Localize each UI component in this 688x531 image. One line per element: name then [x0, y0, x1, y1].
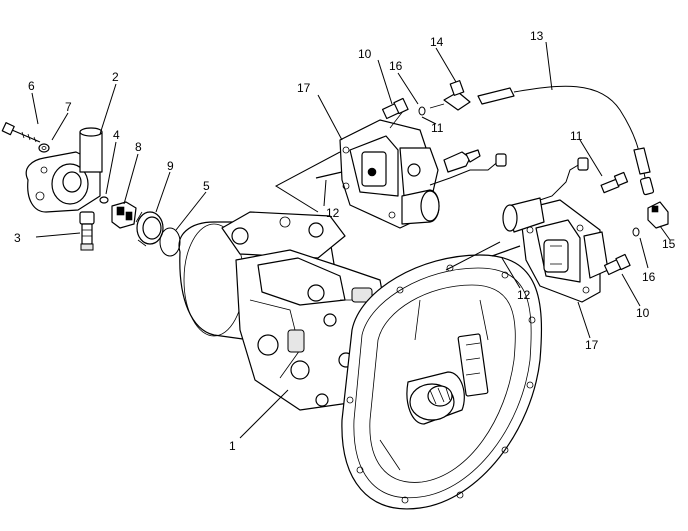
callout-12-upper: 12 — [326, 206, 340, 220]
callout-6: 6 — [28, 79, 35, 93]
callout-9: 9 — [167, 159, 174, 173]
mounting-flange — [341, 254, 543, 510]
regulator-upper-17 — [339, 109, 440, 229]
bolt-10-upper — [381, 97, 409, 120]
callout-1: 1 — [229, 439, 236, 453]
bearing-ring-9 — [135, 211, 164, 247]
fitting-3 — [79, 211, 95, 251]
callout-13: 13 — [530, 29, 544, 43]
washer-7 — [38, 143, 50, 153]
o-ring-16-lower — [632, 227, 640, 237]
pin-12-lower — [491, 245, 521, 257]
callout-4: 4 — [113, 128, 120, 142]
leader-lines — [31, 41, 671, 439]
sensor-11-upper — [429, 149, 507, 186]
callout-8: 8 — [135, 140, 142, 154]
callout-11-lower: 11 — [570, 129, 583, 143]
callout-16-upper: 16 — [389, 59, 403, 73]
callout-16-lower: 16 — [642, 270, 656, 284]
callout-14: 14 — [430, 35, 444, 49]
bolt-11-lower — [600, 171, 629, 194]
callout-5: 5 — [203, 179, 210, 193]
callout-10-upper: 10 — [358, 47, 372, 61]
o-ring-16-upper — [418, 106, 426, 116]
callout-labels: 6 7 2 4 8 9 5 3 1 17 10 16 14 13 11 12 1… — [14, 29, 676, 453]
o-ring-4 — [99, 196, 109, 204]
callout-3: 3 — [14, 231, 21, 245]
bolt-6 — [1, 122, 41, 143]
callout-12-lower: 12 — [517, 288, 531, 302]
callout-15: 15 — [662, 237, 676, 251]
callout-7: 7 — [65, 100, 72, 114]
gear-pump-2 — [25, 127, 103, 213]
fitting-15 — [647, 201, 669, 229]
bolt-10-lower — [603, 253, 631, 276]
cable-13 — [477, 85, 655, 196]
coupling-8 — [111, 201, 137, 229]
callout-17-lower: 17 — [585, 338, 599, 352]
regulator-lower-17 — [502, 157, 609, 303]
pin-12-upper — [315, 171, 343, 179]
o-ring-5 — [159, 227, 181, 257]
callout-2: 2 — [112, 70, 119, 84]
callout-17-upper: 17 — [297, 81, 311, 95]
callout-10-lower: 10 — [636, 306, 650, 320]
callout-11-upper: 11 — [431, 121, 444, 135]
connector-14 — [429, 80, 471, 111]
